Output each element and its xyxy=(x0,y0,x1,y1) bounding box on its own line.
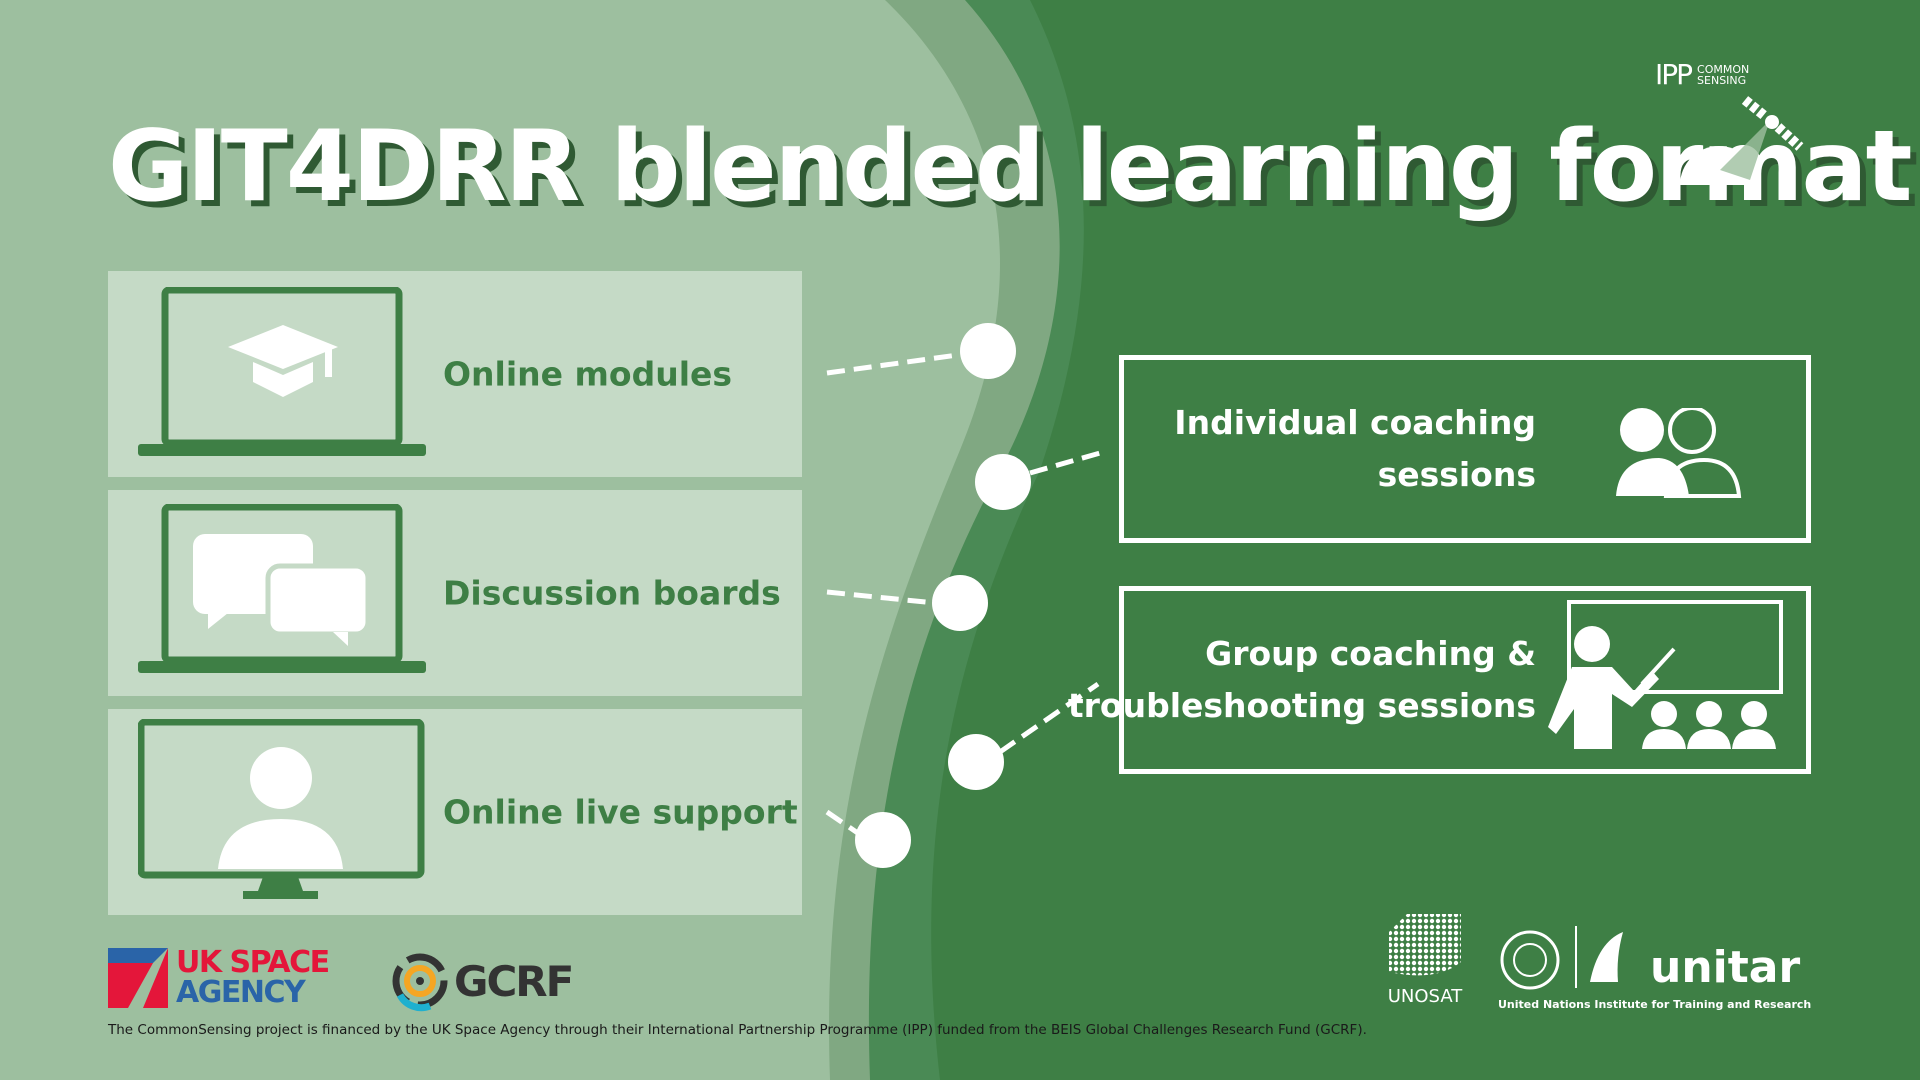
unitar-logo: unitar United Nations Institute for Trai… xyxy=(1498,922,1812,1011)
unosat-text: UNOSAT xyxy=(1387,986,1463,1007)
gcrf-text: GCRF xyxy=(454,956,574,1006)
online-modules-panel: Online modules xyxy=(108,271,802,477)
uksa-line2: AGENCY xyxy=(176,975,306,1010)
online-modules-label: Online modules xyxy=(443,354,733,394)
person-monitor-icon xyxy=(138,719,425,899)
satellite-globe-icon xyxy=(1680,96,1804,185)
online-live-support-panel: Online live support xyxy=(108,709,802,915)
unitar-text: unitar xyxy=(1650,942,1801,993)
connector-lines xyxy=(825,351,1101,841)
ipp-text: IPP xyxy=(1655,58,1693,91)
connector-dots xyxy=(855,323,1031,868)
chat-bubbles-laptop-icon xyxy=(138,504,426,673)
online-live-support-label: Online live support xyxy=(443,792,798,832)
discussion-boards-panel: Discussion boards xyxy=(108,490,802,696)
group-coaching-box: Group coaching &troubleshooting sessions xyxy=(1068,586,1811,774)
union-flag-arrow-icon xyxy=(108,948,168,1008)
two-people-icon xyxy=(1616,408,1742,498)
funding-footnote: The CommonSensing project is financed by… xyxy=(108,1022,1367,1038)
un-emblem-icon xyxy=(1500,926,1623,990)
common-text: COMMON xyxy=(1697,62,1750,76)
uksa-line1: UK SPACE xyxy=(176,945,330,980)
unosat-logo: UNOSAT xyxy=(1385,912,1465,1007)
group-coaching-label: Group coaching &troubleshooting sessions xyxy=(1067,634,1536,725)
gcrf-logo: GCRF xyxy=(390,950,574,1012)
graduation-cap-laptop-icon xyxy=(138,287,426,456)
teacher-class-icon xyxy=(1548,600,1783,749)
unosat-dots-icon xyxy=(1389,914,1461,976)
unitar-full-name: United Nations Institute for Training an… xyxy=(1498,998,1812,1011)
sensing-text: SENSING xyxy=(1697,73,1747,87)
discussion-boards-label: Discussion boards xyxy=(443,573,781,613)
gcrf-target-icon xyxy=(392,953,448,1012)
page-title: GIT4DRR blended learning format xyxy=(108,110,1912,224)
